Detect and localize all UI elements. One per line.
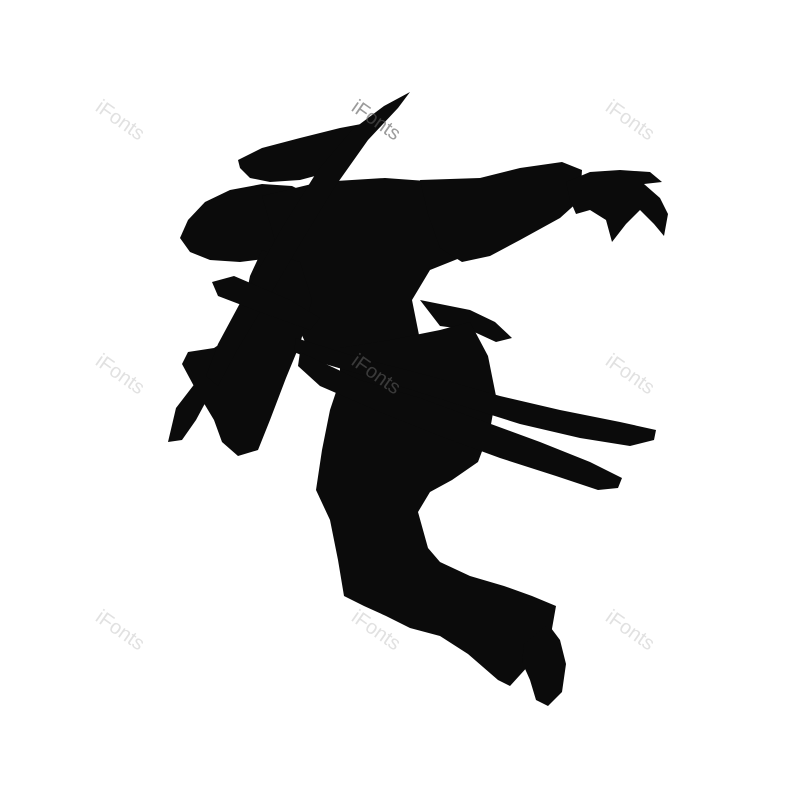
- arm-shape: [420, 162, 582, 262]
- hat-shape: [238, 122, 372, 182]
- hand-shape: [566, 170, 668, 242]
- front-arm-shape: [182, 250, 312, 456]
- sword-hilt: [168, 382, 210, 442]
- foot-shape: [522, 624, 566, 706]
- sword-back-1: [294, 338, 656, 446]
- scarf-shape: [420, 300, 512, 342]
- legs-shape: [316, 322, 556, 686]
- sword-handle: [212, 276, 320, 330]
- sword-back-2: [298, 352, 622, 490]
- sword-blade-front: [206, 92, 410, 386]
